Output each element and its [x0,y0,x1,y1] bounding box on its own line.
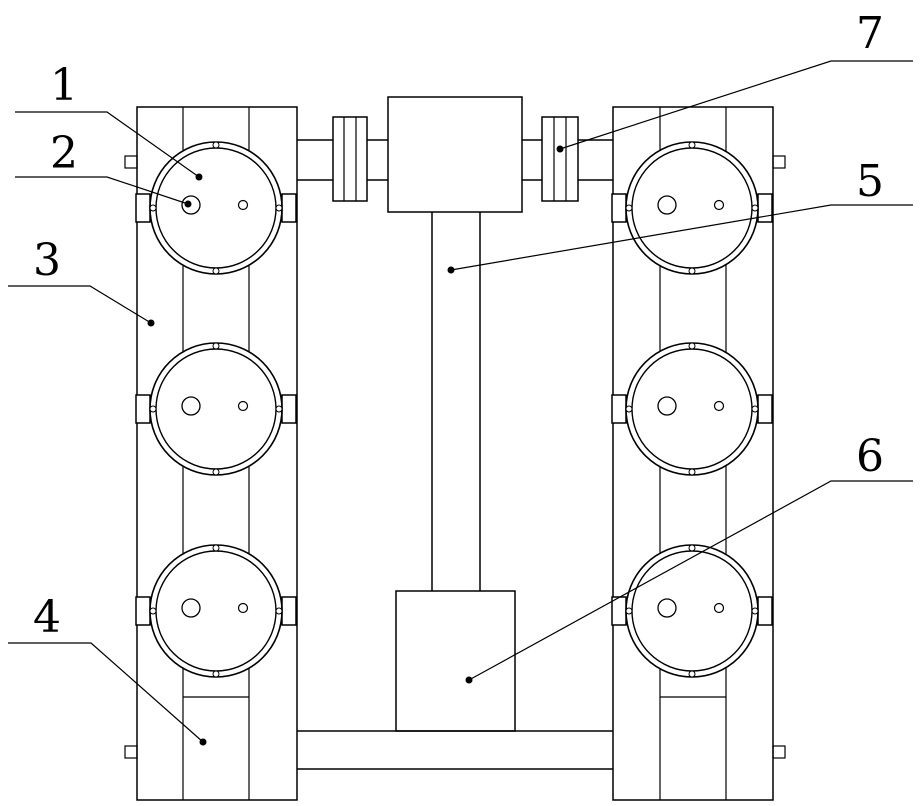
unit-bracket-right [282,395,296,423]
unit-bracket-left [612,597,626,625]
unit-ring-hole [276,608,282,614]
right-flange [542,117,578,201]
bottom-crossbar [297,731,613,769]
unit-ring-hole [213,142,219,148]
leader-dot-7 [557,146,564,153]
label-3: 3 [33,235,61,286]
unit-outer-ring [626,545,758,677]
unit-outer-ring [150,545,282,677]
unit-ring-hole [626,406,632,412]
unit-bracket-left [136,597,150,625]
leader-dot-5 [448,267,455,274]
unit-bracket-left [136,194,150,222]
unit-bracket-right [758,194,772,222]
right-frame-lug-top [773,156,785,168]
unit-ring-hole [752,608,758,614]
unit-ring-hole [689,268,695,274]
unit-left-bottom [136,545,296,677]
center-bottom-box [396,591,515,731]
unit-outer-ring [150,142,282,274]
unit-ring-hole [150,608,156,614]
unit-ring-hole [626,205,632,211]
unit-bracket-right [758,597,772,625]
label-1: 1 [50,60,78,111]
unit-ring-hole [689,469,695,475]
unit-right-middle [612,343,772,475]
unit-ring-hole [689,343,695,349]
circular-units [136,142,772,677]
unit-bracket-right [282,597,296,625]
leader-3 [8,286,151,323]
label-2: 2 [50,128,78,179]
leader-dot-4 [200,739,207,746]
unit-right-bottom [612,545,772,677]
left-flange [333,117,367,201]
unit-bracket-left [612,395,626,423]
unit-ring-hole [689,671,695,677]
unit-outer-ring [626,142,758,274]
leader-dot-3 [148,320,155,327]
label-4: 4 [33,592,61,643]
label-7: 7 [856,8,884,59]
unit-ring-hole [213,671,219,677]
unit-ring-hole [150,205,156,211]
unit-ring-hole [213,343,219,349]
unit-ring-hole [752,406,758,412]
unit-bracket-right [758,395,772,423]
label-6: 6 [856,431,884,482]
unit-bracket-right [282,194,296,222]
unit-outer-ring [150,343,282,475]
label-5: 5 [856,156,884,207]
left-frame-lug-top [125,156,137,168]
unit-ring-hole [213,268,219,274]
unit-ring-hole [213,469,219,475]
unit-ring-hole [689,545,695,551]
unit-bracket-left [612,194,626,222]
unit-left-top [136,142,296,274]
center-top-box [388,97,522,212]
unit-ring-hole [626,608,632,614]
unit-bracket-left [136,395,150,423]
right-frame-lug-bottom [773,746,785,758]
unit-outer-ring [626,343,758,475]
unit-ring-hole [689,142,695,148]
leader-dot-2 [185,201,192,208]
leader-dot-1 [196,174,203,181]
leader-dot-6 [466,677,473,684]
left-frame-lug-bottom [125,746,137,758]
unit-right-top [612,142,772,274]
unit-ring-hole [276,406,282,412]
unit-ring-hole [150,406,156,412]
unit-ring-hole [752,205,758,211]
unit-ring-hole [213,545,219,551]
unit-left-middle [136,343,296,475]
unit-ring-hole [276,205,282,211]
